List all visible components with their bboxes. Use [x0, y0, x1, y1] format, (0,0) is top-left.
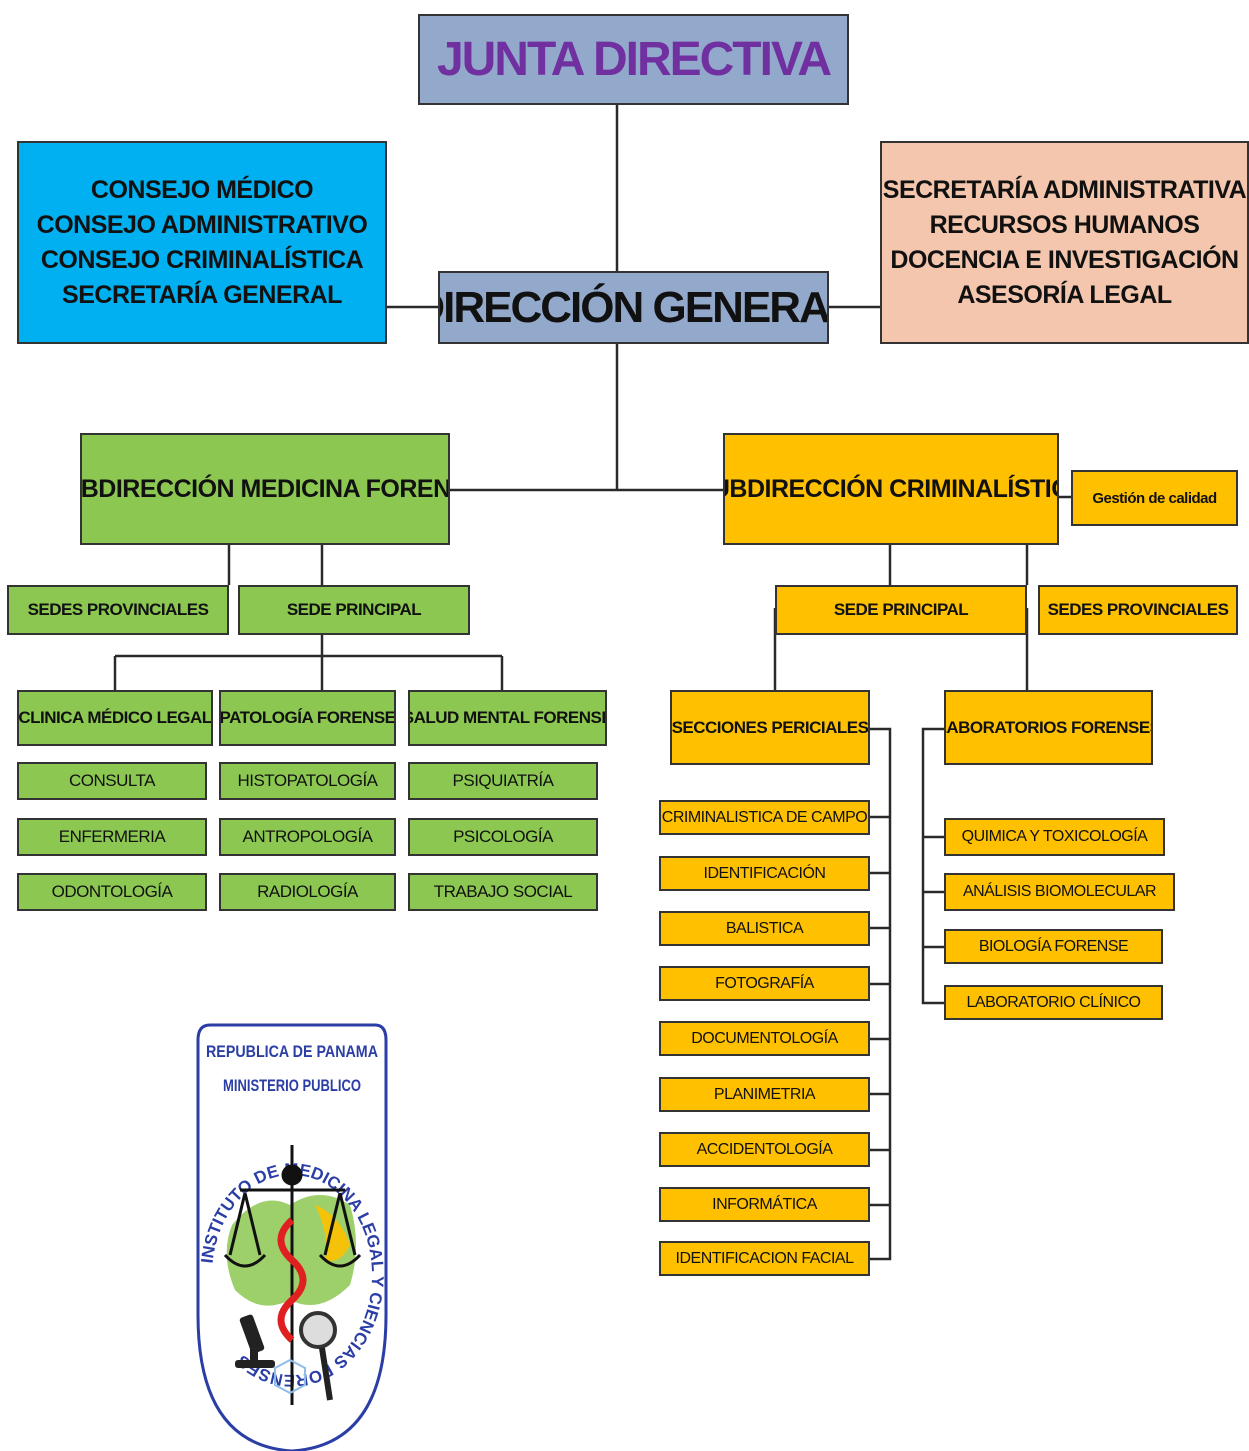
- accidentologia-box: ACCIDENTOLOGÍA: [659, 1132, 870, 1167]
- mf-sedes-provinciales-box: SEDES PROVINCIALES: [7, 585, 229, 635]
- antropologia-label: ANTROPOLOGÍA: [242, 827, 373, 846]
- psiquiatria-box: PSIQUIATRÍA: [408, 762, 598, 800]
- secretaria-general-label: SECRETARÍA GENERAL: [62, 280, 342, 309]
- molecule-icon: [274, 1358, 306, 1395]
- salud-mental-forense-label: SALUD MENTAL FORENSE: [408, 708, 607, 727]
- enfermeria-label: ENFERMERIA: [58, 827, 166, 846]
- criminalistica-de-campo-box: CRIMINALISTICA DE CAMPO: [659, 800, 870, 835]
- analisis-biomolecular-box: ANÁLISIS BIOMOLECULAR: [944, 873, 1175, 911]
- antropologia-box: ANTROPOLOGÍA: [219, 818, 396, 856]
- recursos-humanos-label: RECURSOS HUMANOS: [929, 210, 1200, 239]
- identificacion-facial-label: IDENTIFICACION FACIAL: [675, 1249, 854, 1267]
- balistica-label: BALISTICA: [725, 919, 804, 937]
- planimetria-box: PLANIMETRIA: [659, 1077, 870, 1112]
- serpent-icon: [277, 1217, 307, 1343]
- quimica-toxicologia-box: QUIMICA Y TOXICOLOGÍA: [944, 818, 1165, 856]
- trabajo-social-label: TRABAJO SOCIAL: [433, 882, 573, 901]
- radiologia-label: RADIOLOGÍA: [257, 882, 358, 901]
- odontologia-box: ODONTOLOGÍA: [17, 873, 207, 911]
- radiologia-box: RADIOLOGÍA: [219, 873, 396, 911]
- balistica-box: BALISTICA: [659, 911, 870, 946]
- enfermeria-box: ENFERMERIA: [17, 818, 207, 856]
- consejos-box: CONSEJO MÉDICO CONSEJO ADMINISTRATIVO CO…: [17, 141, 387, 344]
- connector: [870, 727, 892, 1261]
- mf-sedes-provinciales-label: SEDES PROVINCIALES: [27, 600, 209, 619]
- laboratorio-clinico-box: LABORATORIO CLÍNICO: [944, 985, 1163, 1020]
- institute-logo: REPUBLICA DE PANAMA MINISTERIO PUBLICO I…: [196, 1023, 388, 1451]
- fotografia-label: FOTOGRAFÍA: [715, 974, 814, 992]
- magnifier-icon: [299, 1311, 337, 1401]
- subdireccion-criminalistica-box: SUBDIRECCIÓN CRIMINALÍSTICA: [723, 433, 1059, 545]
- secretaria-administrativa-label: SECRETARÍA ADMINISTRATIVA: [882, 175, 1247, 204]
- map-accent: [315, 1205, 350, 1261]
- criminalistica-de-campo-label: CRIMINALISTICA DE CAMPO: [661, 808, 868, 826]
- clinica-medico-legal-label: CLINICA MÉDICO LEGAL: [18, 708, 212, 727]
- consulta-box: CONSULTA: [17, 762, 207, 800]
- mf-sede-principal-label: SEDE PRINCIPAL: [286, 600, 422, 619]
- patologia-forense-box: PATOLOGÍA FORENSE: [219, 690, 396, 746]
- cr-sedes-provinciales-box: SEDES PROVINCIALES: [1038, 585, 1238, 635]
- cr-sedes-provinciales-label: SEDES PROVINCIALES: [1047, 600, 1229, 619]
- laboratorios-forenses-label: LABORATORIOS FORENSES: [944, 717, 1153, 737]
- consejo-medico-label: CONSEJO MÉDICO: [90, 175, 314, 204]
- salud-mental-forense-box: SALUD MENTAL FORENSE: [408, 690, 607, 746]
- accidentologia-label: ACCIDENTOLOGÍA: [696, 1140, 833, 1158]
- identificacion-box: IDENTIFICACIÓN: [659, 856, 870, 891]
- trabajo-social-box: TRABAJO SOCIAL: [408, 873, 598, 911]
- docencia-investigacion-label: DOCENCIA E INVESTIGACIÓN: [890, 245, 1239, 274]
- mf-sede-principal-box: SEDE PRINCIPAL: [238, 585, 470, 635]
- consejo-administrativo-label: CONSEJO ADMINISTRATIVO: [36, 210, 368, 239]
- subdireccion-criminalistica-label: SUBDIRECCIÓN CRIMINALÍSTICA: [725, 474, 1057, 503]
- biologia-forense-box: BIOLOGÍA FORENSE: [944, 929, 1163, 964]
- cr-sede-principal-label: SEDE PRINCIPAL: [833, 600, 969, 619]
- laboratorios-forenses-box: LABORATORIOS FORENSES: [944, 690, 1153, 765]
- logo-line1: REPUBLICA DE PANAMA: [206, 1042, 378, 1061]
- secciones-periciales-box: SECCIONES PERICIALES: [670, 690, 870, 765]
- identificacion-facial-box: IDENTIFICACION FACIAL: [659, 1241, 870, 1276]
- connector: [921, 727, 944, 1005]
- psiquiatria-label: PSIQUIATRÍA: [452, 771, 554, 790]
- informatica-label: INFORMÁTICA: [712, 1195, 817, 1213]
- quimica-toxicologia-label: QUIMICA Y TOXICOLOGÍA: [961, 828, 1148, 845]
- analisis-biomolecular-label: ANÁLISIS BIOMOLECULAR: [962, 883, 1157, 900]
- secciones-periciales-label: SECCIONES PERICIALES: [671, 717, 869, 737]
- junta-directiva-label: JUNTA DIRECTIVA: [436, 33, 832, 86]
- direccion-general-box: DIRECCIÓN GENERAL: [438, 271, 829, 344]
- secretarias-box: SECRETARÍA ADMINISTRATIVA RECURSOS HUMAN…: [880, 141, 1249, 344]
- asesoria-legal-label: ASESORÍA LEGAL: [957, 280, 1172, 309]
- psicologia-label: PSICOLOGÍA: [453, 827, 553, 846]
- odontologia-label: ODONTOLOGÍA: [51, 882, 173, 901]
- psicologia-box: PSICOLOGÍA: [408, 818, 598, 856]
- subdireccion-medicina-label: SUBDIRECCIÓN MEDICINA FORENSE: [80, 474, 450, 503]
- junta-directiva-box: JUNTA DIRECTIVA: [418, 14, 849, 105]
- patologia-forense-label: PATOLOGÍA FORENSE: [219, 708, 396, 727]
- planimetria-label: PLANIMETRIA: [713, 1085, 816, 1103]
- gestion-calidad-box: Gestión de calidad: [1071, 470, 1238, 526]
- consejo-criminalistica-label: CONSEJO CRIMINALÍSTICA: [40, 245, 364, 274]
- biologia-forense-label: BIOLOGÍA FORENSE: [978, 937, 1129, 955]
- fotografia-box: FOTOGRAFÍA: [659, 966, 870, 1001]
- direccion-general-label: DIRECCIÓN GENERAL: [440, 282, 829, 332]
- clinica-medico-legal-box: CLINICA MÉDICO LEGAL: [17, 690, 213, 746]
- informatica-box: INFORMÁTICA: [659, 1187, 870, 1222]
- logo-line2: MINISTERIO PUBLICO: [223, 1076, 361, 1095]
- microscope-icon: [235, 1314, 275, 1368]
- histopatologia-label: HISTOPATOLOGÍA: [237, 771, 378, 790]
- identificacion-label: IDENTIFICACIÓN: [703, 864, 826, 882]
- laboratorio-clinico-label: LABORATORIO CLÍNICO: [966, 993, 1141, 1011]
- documentologia-box: DOCUMENTOLOGÍA: [659, 1021, 870, 1056]
- subdireccion-medicina-forense-box: SUBDIRECCIÓN MEDICINA FORENSE: [80, 433, 450, 545]
- histopatologia-box: HISTOPATOLOGÍA: [219, 762, 396, 800]
- cr-sede-principal-box: SEDE PRINCIPAL: [775, 585, 1027, 635]
- gestion-calidad-label: Gestión de calidad: [1092, 489, 1217, 507]
- consulta-label: CONSULTA: [68, 771, 156, 790]
- documentologia-label: DOCUMENTOLOGÍA: [691, 1029, 838, 1047]
